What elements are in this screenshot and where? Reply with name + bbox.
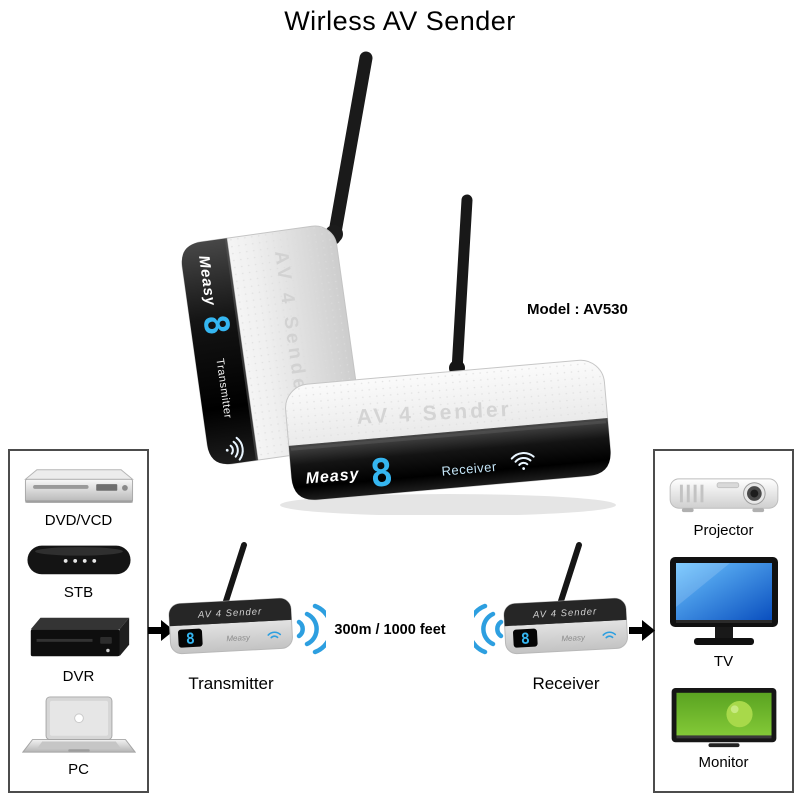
brand-logo: Measy [195, 254, 219, 307]
source-item-stb: STB [22, 538, 136, 602]
receiver-device: AV 4 Sender Measy 8 Receiver [285, 359, 611, 501]
model-label: Model : AV530 [527, 301, 628, 318]
dvr-icon [30, 618, 129, 657]
channel-display: 8 [185, 629, 195, 647]
device-shadow [280, 494, 616, 515]
sources-box: DVD/VCD STB DVR [8, 449, 149, 793]
sink-item-projector: Projector [664, 471, 784, 540]
body-watermark: AV 4 Sender [197, 606, 263, 620]
brand-logo: Measy [305, 466, 360, 488]
wifi-waves-icon [296, 603, 326, 655]
brand-logo: Measy [561, 633, 586, 643]
receiver-front-panel [288, 418, 611, 500]
sink-label: Projector [693, 521, 754, 539]
tv-icon [669, 556, 778, 645]
sink-label: TV [713, 652, 734, 670]
antenna [223, 542, 247, 604]
source-label: PC [68, 760, 89, 778]
wifi-icon [510, 452, 535, 470]
wifi-icon [267, 631, 282, 639]
brand-logo: Measy [226, 633, 251, 643]
set-top-box-icon [26, 545, 131, 575]
transmitter-antenna [325, 51, 373, 245]
transmitter-caption: Transmitter [188, 674, 274, 693]
body-watermark: AV 4 Sender [532, 606, 598, 620]
receiver-antenna [449, 194, 473, 376]
wifi-icon [602, 631, 617, 639]
sinks-box: Projector TV [653, 449, 794, 793]
dvd-player-icon [23, 469, 134, 503]
receiver-panel-label: Receiver [441, 459, 498, 479]
product-photo: Measy 8 Transmitter AV 4 Sender AV 4 Sen… [181, 51, 616, 515]
antenna [558, 542, 582, 604]
transmitter-device: Measy 8 Transmitter AV 4 Sender [181, 225, 363, 465]
sink-item-monitor: Monitor [668, 686, 780, 772]
source-item-pc: PC [21, 695, 136, 779]
sink-item-tv: TV [668, 555, 780, 671]
laptop-icon [21, 696, 136, 753]
source-item-dvd: DVD/VCD [20, 464, 138, 530]
wifi-waves-icon [474, 603, 504, 655]
small-receiver-device: AV 4 Sender 8 Measy [503, 542, 628, 655]
wifi-icon [225, 436, 244, 461]
channel-display: 8 [520, 629, 530, 647]
arrow-right-icon [148, 620, 174, 641]
distance-label: 300m / 1000 feet [334, 622, 446, 638]
projector-icon [669, 477, 778, 512]
monitor-icon [671, 687, 776, 747]
transmitter-front-panel [181, 238, 258, 465]
page-title: Wirless AV Sender [284, 6, 516, 36]
receiver-caption: Receiver [532, 674, 600, 693]
source-label: DVR [62, 668, 95, 686]
source-item-dvr: DVR [20, 610, 138, 686]
arrow-right-icon [629, 620, 655, 641]
source-label: STB [63, 584, 94, 602]
sink-label: Monitor [698, 753, 749, 771]
channel-display: 8 [368, 450, 395, 496]
source-label: DVD/VCD [44, 511, 113, 529]
small-transmitter-device: AV 4 Sender 8 Measy [168, 542, 293, 655]
